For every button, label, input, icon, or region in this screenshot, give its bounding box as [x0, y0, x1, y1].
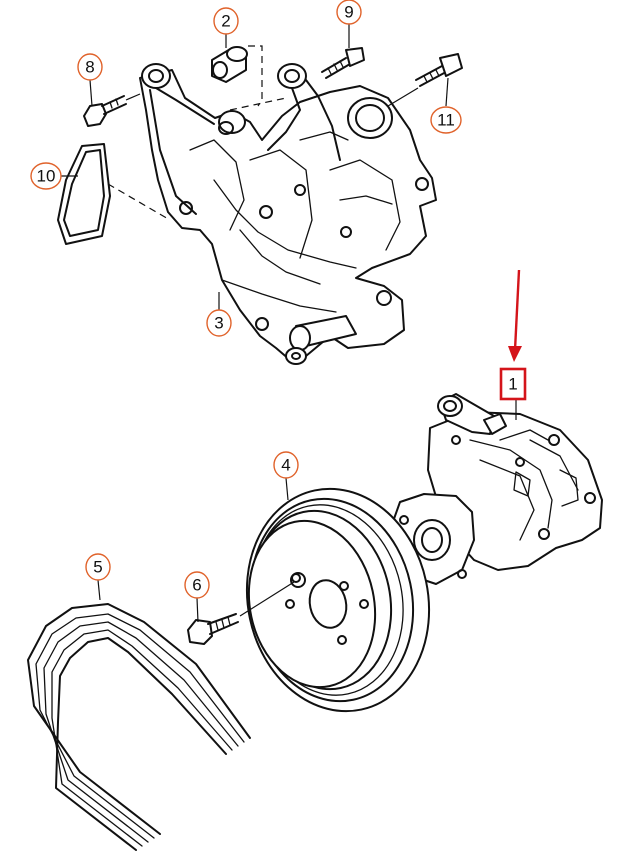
callout-1-box [499, 367, 527, 401]
ribbed-belt [27, 603, 251, 851]
sleeve-guide-line-2 [229, 97, 287, 111]
callout-10-ring [30, 162, 62, 190]
bolt-6-guide [239, 581, 295, 617]
callout-11-label: 11 [437, 111, 455, 130]
callout-10-label: 10 [37, 167, 56, 186]
callout-6-ring [184, 571, 210, 599]
callout-2: 2 [213, 7, 239, 35]
callout-6: 6 [184, 571, 210, 599]
bolt-8 [83, 95, 127, 127]
callout-2-ring [213, 7, 239, 35]
bolt-6 [187, 613, 239, 645]
power-steering-pump [389, 393, 603, 585]
callout-4-ring [273, 451, 299, 479]
bolt-11 [415, 53, 463, 87]
callout-5: 5 [85, 553, 111, 581]
callout-5-ring [85, 553, 111, 581]
callout-8: 8 [77, 53, 103, 81]
pulley [245, 487, 431, 713]
callout-1: 1 [499, 367, 527, 401]
callout-3-label: 3 [214, 314, 223, 333]
callout-5-label: 5 [93, 558, 102, 577]
callout-4-label: 4 [281, 456, 290, 475]
sleeve-guide-line [248, 45, 263, 107]
callout-8-label: 8 [85, 58, 94, 77]
callout-10: 10 [30, 162, 62, 190]
callout-11: 11 [430, 106, 462, 134]
leader-lines [60, 22, 517, 623]
callout-4: 4 [273, 451, 299, 479]
callout-6-label: 6 [192, 576, 201, 595]
callout-1-label: 1 [508, 375, 517, 394]
callout-3: 3 [206, 309, 232, 337]
callout-3-ring [206, 309, 232, 337]
callout-2-label: 2 [221, 12, 230, 31]
mounting-bracket [139, 63, 437, 365]
callout-8-ring [77, 53, 103, 81]
highlight-arrow [508, 269, 522, 362]
gasket [57, 143, 111, 245]
bushing-sleeve [211, 46, 248, 83]
bolt-9 [321, 47, 365, 79]
callout-9: 9 [336, 0, 362, 25]
bolt-11-guide [387, 87, 419, 107]
bolt-8-guide [125, 93, 141, 101]
callout-11-ring [430, 106, 462, 134]
callout-9-ring [336, 0, 362, 25]
callout-9-label: 9 [344, 3, 353, 22]
